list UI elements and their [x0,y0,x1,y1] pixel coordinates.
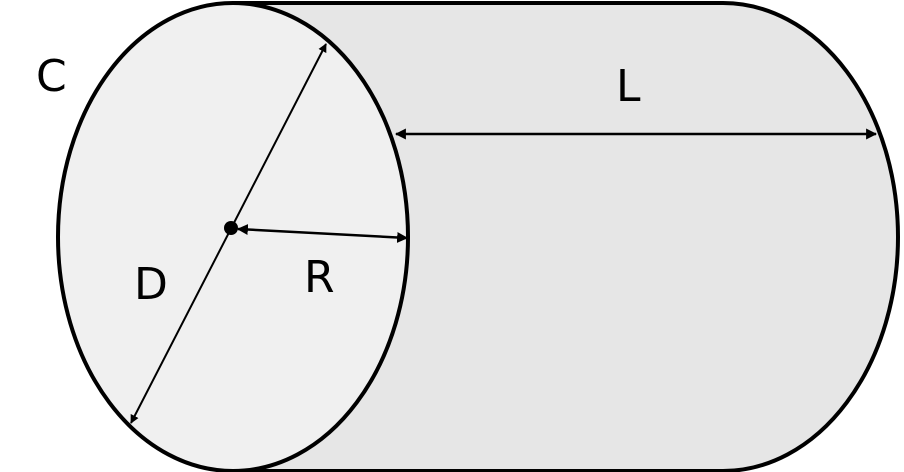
circumference-label: C [36,51,67,102]
length-label: L [616,61,641,112]
radius-arrow [236,224,409,243]
cylinder-front-face [56,1,410,472]
diameter-label: D [134,259,168,310]
radius-label: R [304,252,335,303]
cylinder-body [231,1,900,472]
center-point [224,221,238,235]
